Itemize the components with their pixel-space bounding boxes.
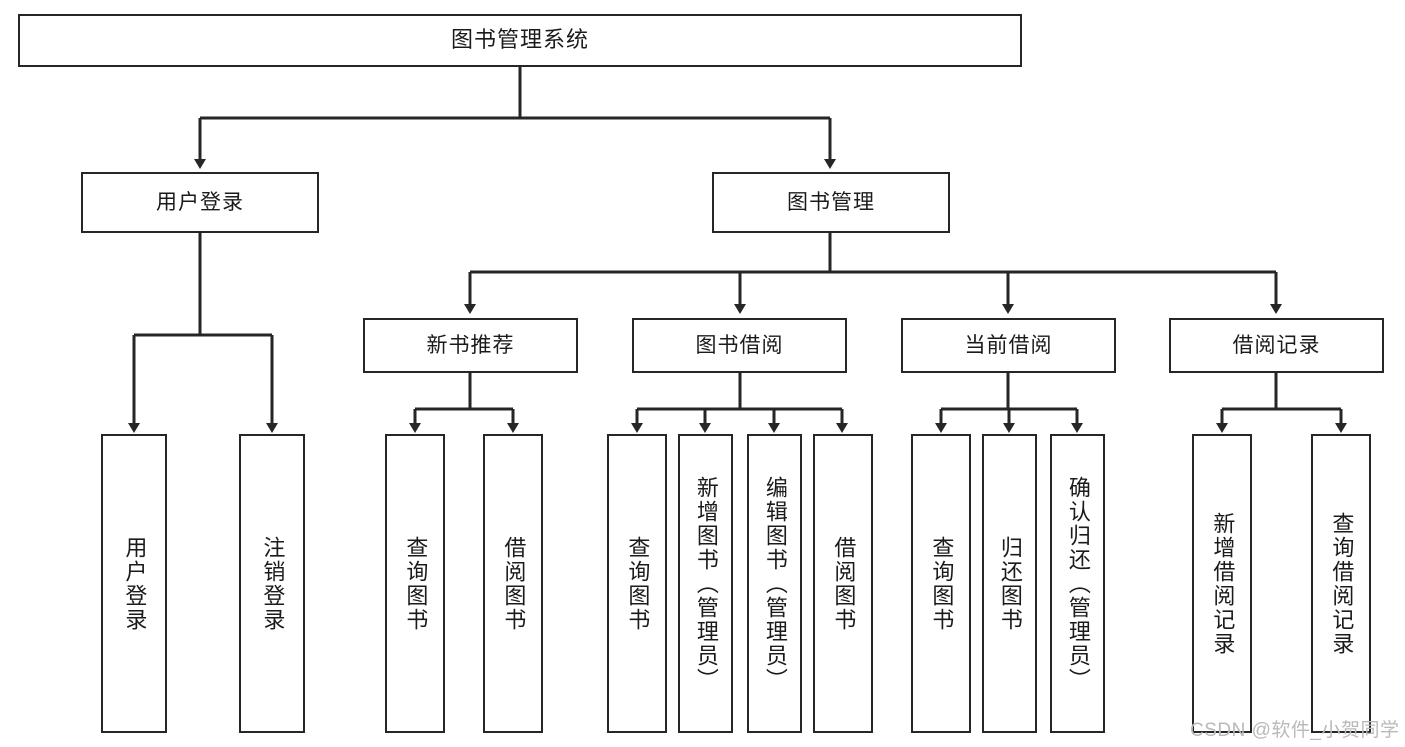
leaf-label: 借阅图书 xyxy=(501,535,527,632)
leaf-label: 查询图书 xyxy=(625,535,651,632)
leaf-book-borrow-edit[interactable]: 编辑图书（管理员） xyxy=(747,434,802,733)
leaf-current-borrow-return[interactable]: 归还图书 xyxy=(982,434,1037,733)
leaf-label: 查询图书 xyxy=(929,535,955,632)
node-borrow-record[interactable]: 借阅记录 xyxy=(1169,318,1384,373)
node-new-book-recommend[interactable]: 新书推荐 xyxy=(363,318,578,373)
leaf-label: 新增图书（管理员） xyxy=(693,475,719,692)
leaf-current-borrow-query[interactable]: 查询图书 xyxy=(911,434,971,733)
leaf-label: 查询图书 xyxy=(403,535,429,632)
leaf-label: 用户登录 xyxy=(122,535,148,632)
node-user-login[interactable]: 用户登录 xyxy=(81,172,319,233)
leaf-user-login-login[interactable]: 用户登录 xyxy=(101,434,167,733)
leaf-new-book-query[interactable]: 查询图书 xyxy=(385,434,445,733)
leaf-label: 确认归还（管理员） xyxy=(1065,475,1091,692)
leaf-user-login-logout[interactable]: 注销登录 xyxy=(239,434,305,733)
node-current-borrow[interactable]: 当前借阅 xyxy=(901,318,1116,373)
node-book-borrow[interactable]: 图书借阅 xyxy=(632,318,847,373)
leaf-label: 编辑图书（管理员） xyxy=(762,475,788,692)
node-book-management[interactable]: 图书管理 xyxy=(712,172,950,233)
leaf-book-borrow-query[interactable]: 查询图书 xyxy=(607,434,667,733)
leaf-label: 新增借阅记录 xyxy=(1210,511,1236,656)
leaf-label: 注销登录 xyxy=(260,535,286,632)
leaf-label: 借阅图书 xyxy=(831,535,857,632)
csdn-watermark: CSDN @软件_小贺同学 xyxy=(1190,720,1400,741)
leaf-borrow-record-add[interactable]: 新增借阅记录 xyxy=(1192,434,1252,733)
node-root-system[interactable]: 图书管理系统 xyxy=(18,14,1022,67)
leaf-label: 查询借阅记录 xyxy=(1329,511,1355,656)
leaf-borrow-record-query[interactable]: 查询借阅记录 xyxy=(1311,434,1371,733)
leaf-book-borrow-borrow[interactable]: 借阅图书 xyxy=(813,434,873,733)
leaf-current-borrow-confirm[interactable]: 确认归还（管理员） xyxy=(1050,434,1105,733)
leaf-label: 归还图书 xyxy=(997,535,1023,632)
leaf-book-borrow-add[interactable]: 新增图书（管理员） xyxy=(678,434,733,733)
leaf-new-book-borrow[interactable]: 借阅图书 xyxy=(483,434,543,733)
